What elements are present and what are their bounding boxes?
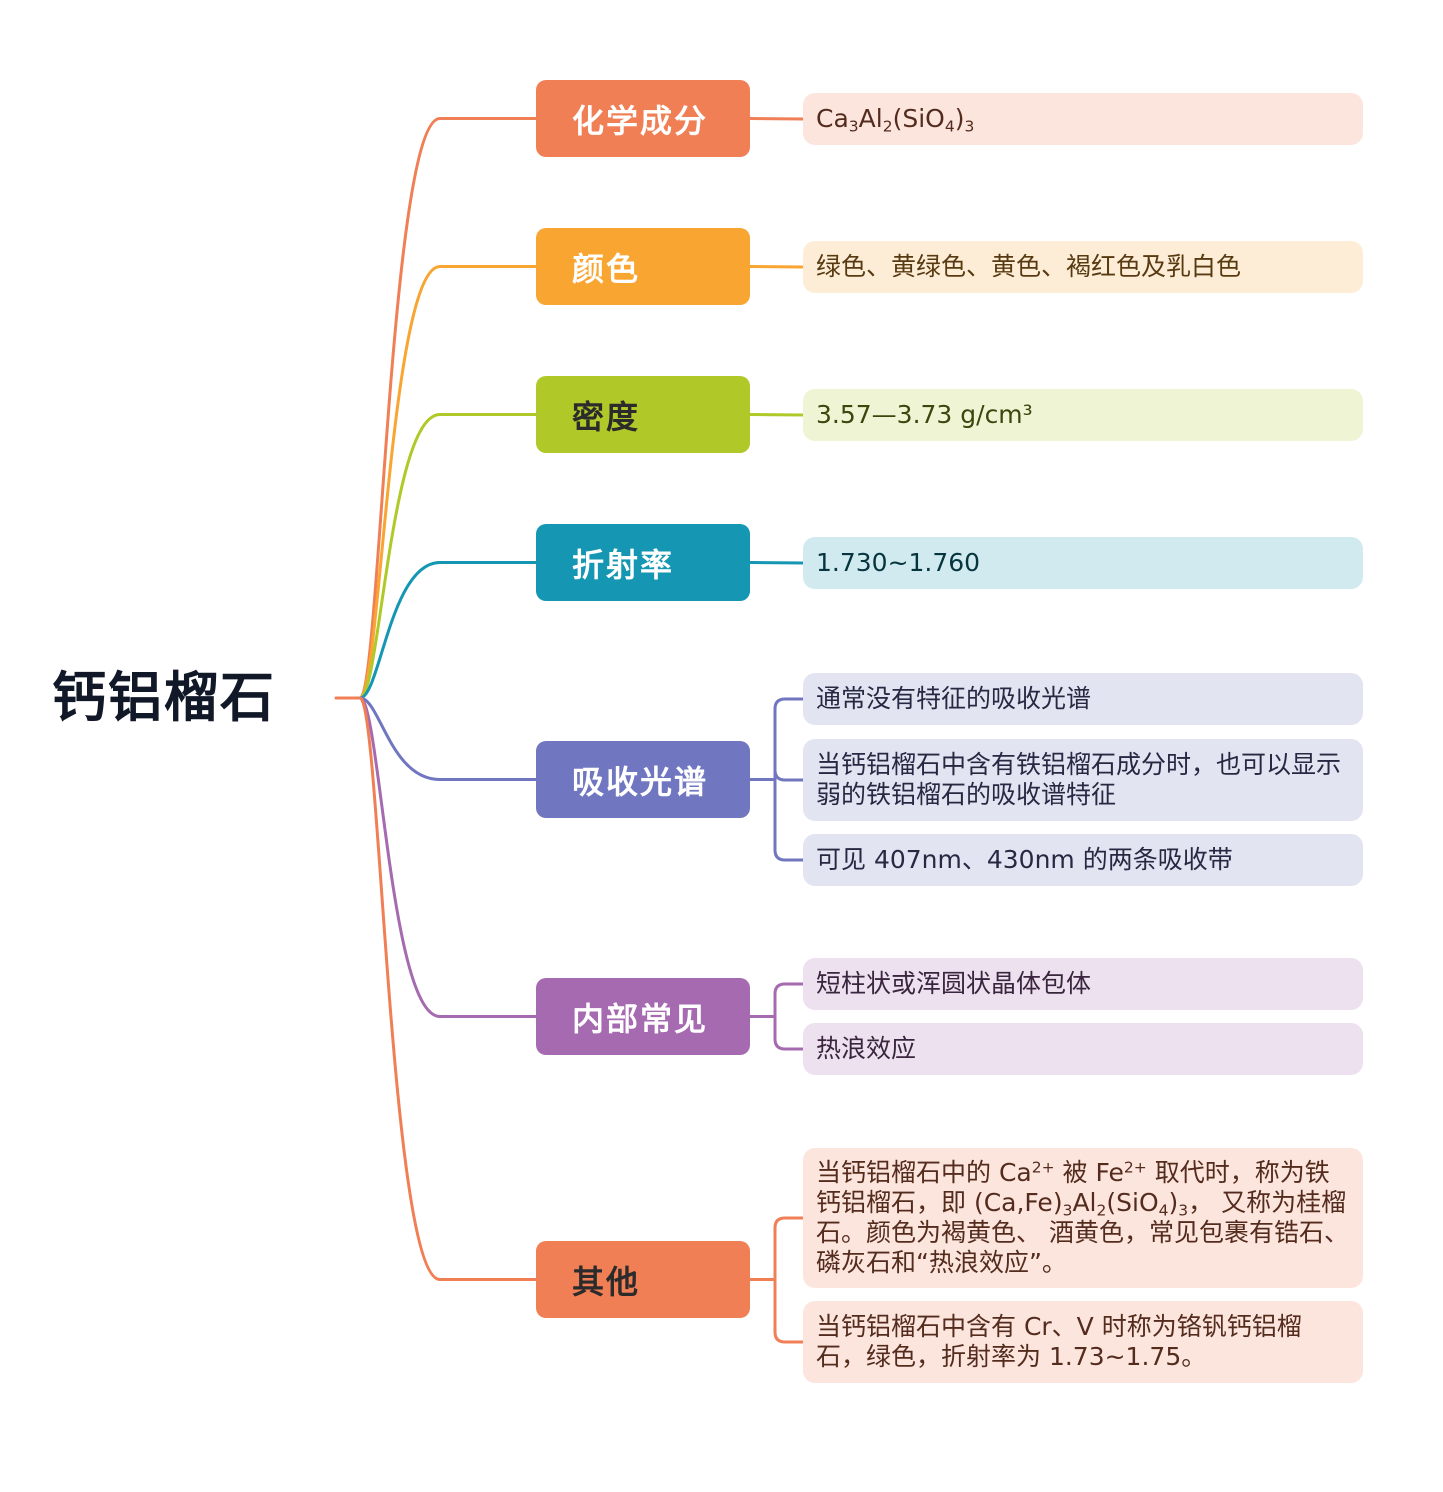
leaf-other-2[interactable]: 当钙铝榴石中含有 Cr、V 时称为铬钒钙铝榴石，绿色，折射率为 1.73~1.7…: [803, 1301, 1363, 1383]
branch-connector-other: [358, 696, 538, 1281]
leaf-connector-other-0: [773, 1216, 805, 1281]
text-run: Al: [858, 104, 883, 133]
leaf-absorption-2[interactable]: 当钙铝榴石中含有铁铝榴石成分时，也可以显示弱的铁铝榴石的吸收谱特征: [803, 739, 1363, 821]
branch-connector-chem: [358, 117, 538, 700]
branch-internal-features[interactable]: 内部常见: [536, 978, 750, 1055]
text-run: 取代时，称为铁钙铝榴石，即 (Ca,Fe): [816, 1158, 1330, 1217]
leaf-text: 通常没有特征的吸收光谱: [816, 684, 1091, 714]
text-run: (SiO: [1106, 1188, 1159, 1217]
leaf-absorption-1[interactable]: 通常没有特征的吸收光谱: [803, 673, 1363, 725]
branch-connector-density: [358, 413, 538, 700]
text-run: 当钙铝榴石中含有铁铝榴石成分时，也可以显示弱的铁铝榴石的吸收谱特征: [816, 750, 1342, 809]
text-run: 热浪效应: [816, 1034, 917, 1063]
leaf-refractive-index-value[interactable]: 1.730~1.760: [803, 537, 1363, 589]
text-run: ): [1168, 1188, 1179, 1217]
text-run: 短柱状或浑圆状晶体包体: [816, 969, 1092, 998]
text-run: (SiO: [892, 104, 945, 133]
branch-connector-refraction: [358, 561, 538, 700]
leaf-text: 当钙铝榴石中含有 Cr、V 时称为铬钒钙铝榴石，绿色，折射率为 1.73~1.7…: [816, 1312, 1349, 1372]
subscript: 4: [1158, 1201, 1169, 1220]
leaf-connector-chem: [748, 117, 805, 121]
superscript: 2+: [1123, 1158, 1147, 1177]
leaf-inclusion-1[interactable]: 短柱状或浑圆状晶体包体: [803, 958, 1363, 1010]
text-run: 绿色、黄绿色、黄色、褐红色及乳白色: [816, 252, 1242, 281]
leaf-chemical-formula[interactable]: Ca3Al2(SiO4)3: [803, 93, 1363, 145]
text-run: ): [954, 104, 965, 133]
text-run: 可见 407nm、430nm 的两条吸收带: [816, 845, 1233, 874]
leaf-text: 绿色、黄绿色、黄色、褐红色及乳白色: [816, 252, 1241, 282]
branch-refractive-index[interactable]: 折射率: [536, 524, 750, 601]
leaf-connector-absorption-2: [773, 778, 805, 862]
subscript: 3: [964, 117, 975, 136]
branch-density[interactable]: 密度: [536, 376, 750, 453]
leaf-text: 当钙铝榴石中含有铁铝榴石成分时，也可以显示弱的铁铝榴石的吸收谱特征: [816, 750, 1349, 810]
text-run: ， 又称为桂榴石。颜色为褐黄色、 酒黄色，常见包裹有锆石、磷灰石和“热浪效应”。: [816, 1188, 1349, 1277]
leaf-absorption-3[interactable]: 可见 407nm、430nm 的两条吸收带: [803, 834, 1363, 886]
leaf-inclusion-2[interactable]: 热浪效应: [803, 1023, 1363, 1075]
leaf-other-1[interactable]: 当钙铝榴石中的 Ca2+ 被 Fe2+ 取代时，称为铁钙铝榴石，即 (Ca,Fe…: [803, 1148, 1363, 1288]
text-run: 被 Fe: [1054, 1158, 1124, 1187]
leaf-connector-inclusion-1: [773, 1015, 805, 1051]
leaf-text: Ca3Al2(SiO4)3: [816, 104, 974, 134]
superscript: 2+: [1031, 1158, 1055, 1177]
leaf-text: 可见 407nm、430nm 的两条吸收带: [816, 845, 1233, 875]
text-run: Ca: [816, 104, 849, 133]
leaf-connector-refraction: [748, 561, 805, 565]
text-run: 当钙铝榴石中含有 Cr、V 时称为铬钒钙铝榴石，绿色，折射率为 1.73~1.7…: [816, 1312, 1302, 1371]
leaf-text: 当钙铝榴石中的 Ca2+ 被 Fe2+ 取代时，称为铁钙铝榴石，即 (Ca,Fe…: [816, 1158, 1349, 1278]
leaf-text: 1.730~1.760: [816, 548, 980, 578]
subscript: 2: [1096, 1201, 1107, 1220]
leaf-connector-absorption-1: [773, 769, 805, 782]
text-run: Al: [1072, 1188, 1097, 1217]
subscript: 3: [1062, 1201, 1073, 1220]
subscript: 4: [944, 117, 955, 136]
leaf-text: 短柱状或浑圆状晶体包体: [816, 969, 1091, 999]
branch-connector-color: [358, 265, 538, 700]
branch-connector-inclusion: [358, 696, 538, 1018]
branch-color[interactable]: 颜色: [536, 228, 750, 305]
text-run: 1.730~1.760: [816, 548, 981, 577]
branch-absorption-spectrum[interactable]: 吸收光谱: [536, 741, 750, 818]
leaf-connector-absorption-0: [773, 697, 805, 781]
text-run: 通常没有特征的吸收光谱: [816, 684, 1092, 713]
leaf-density-value[interactable]: 3.57—3.73 g/cm³: [803, 389, 1363, 441]
subscript: 3: [1178, 1201, 1189, 1220]
text-run: 当钙铝榴石中的 Ca: [816, 1158, 1032, 1187]
text-run: 3.57—3.73 g/cm³: [816, 400, 1033, 429]
branch-other[interactable]: 其他: [536, 1241, 750, 1318]
leaf-color-values[interactable]: 绿色、黄绿色、黄色、褐红色及乳白色: [803, 241, 1363, 293]
subscript: 2: [882, 117, 893, 136]
leaf-connector-other-1: [773, 1278, 805, 1344]
leaf-text: 3.57—3.73 g/cm³: [816, 400, 1033, 430]
leaf-connector-color: [748, 265, 805, 269]
branch-connector-absorption: [358, 696, 538, 781]
leaf-connector-density: [748, 413, 805, 417]
subscript: 3: [848, 117, 859, 136]
leaf-text: 热浪效应: [816, 1034, 916, 1064]
leaf-connector-inclusion-0: [773, 982, 805, 1018]
branch-chemical-composition[interactable]: 化学成分: [536, 80, 750, 157]
root-topic[interactable]: 钙铝榴石: [52, 666, 276, 729]
